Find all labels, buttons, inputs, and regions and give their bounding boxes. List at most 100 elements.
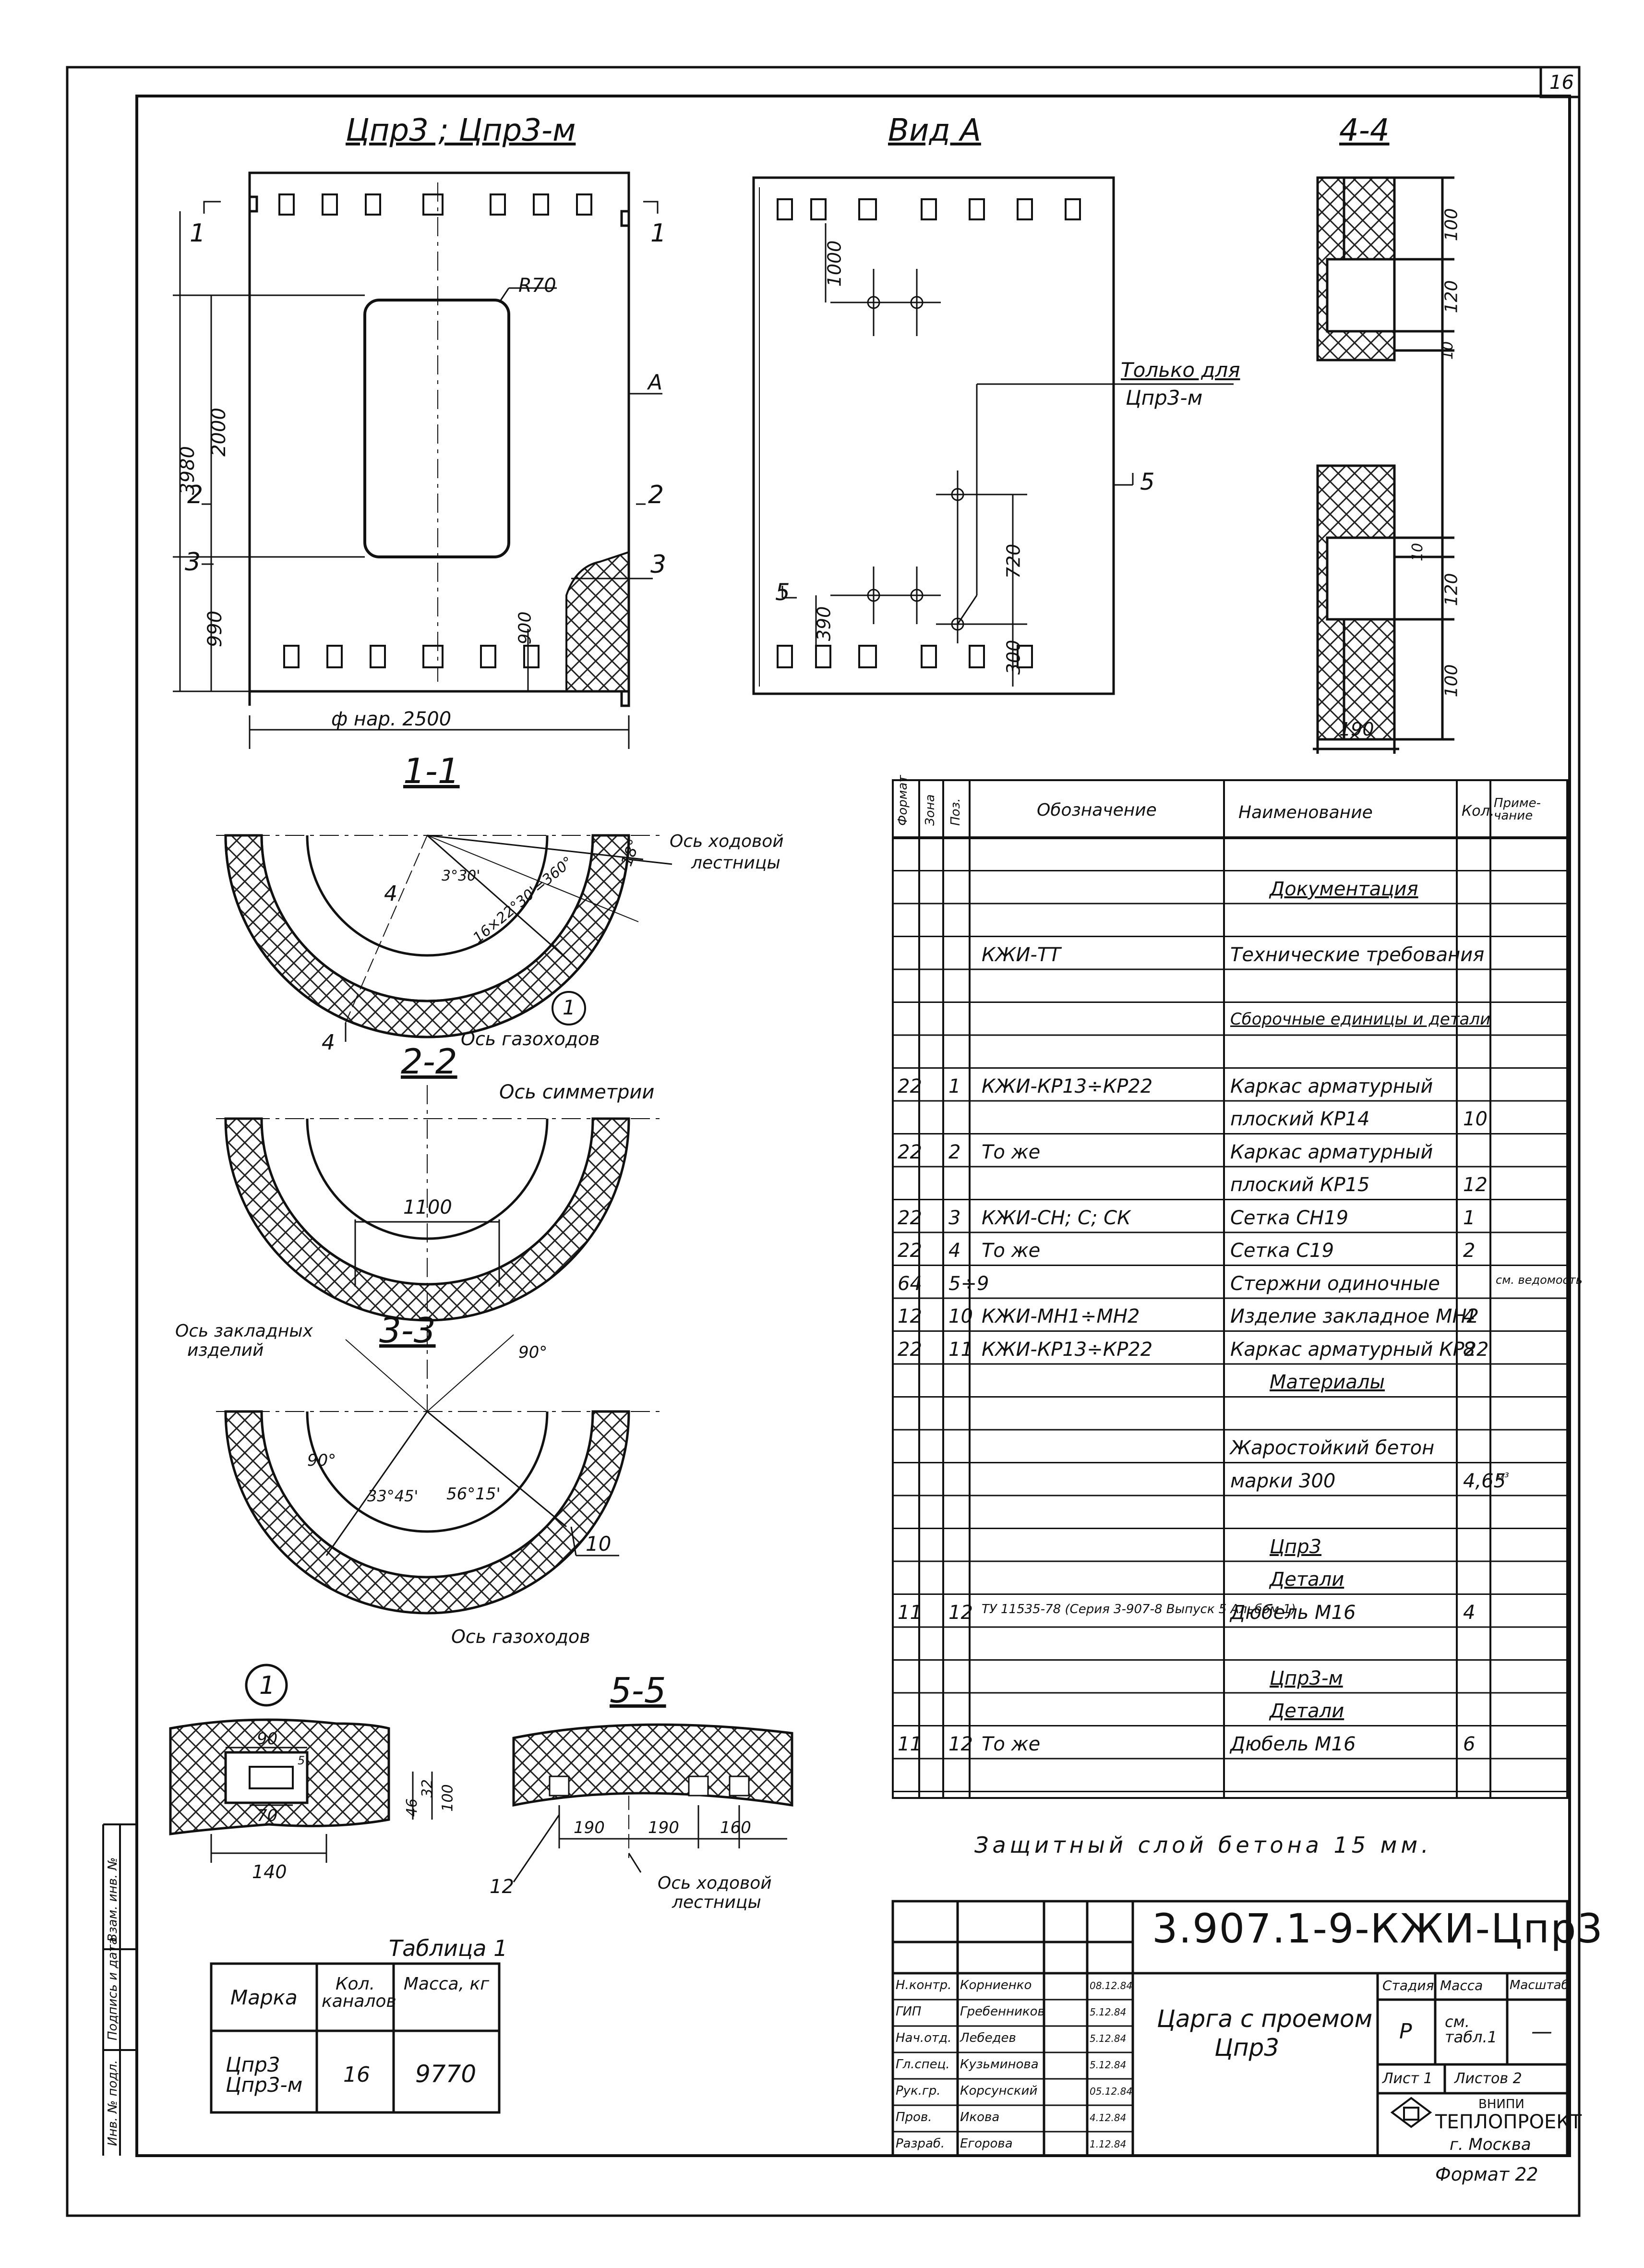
dim-90: 90 [257,1729,278,1749]
spec-cell-pos: 3 [948,1206,961,1229]
dim-1000: 1000 [824,240,845,287]
angle-56-15: 56°15' [446,1484,501,1504]
stamp-sheet: Лист 1 [1382,2070,1433,2087]
spec-cell-qty: 6 [1463,1733,1476,1755]
dim-70: 70 [257,1806,278,1825]
front-view-title: Цпр3 ; Цпр3-м [346,113,576,148]
teploproekt-logo-icon [1390,2097,1432,2128]
spec-cell-note: см. ведомость [1496,1273,1583,1287]
spec-header-qty: Кол. [1462,803,1495,820]
spec-header-designation: Обозначение [1037,800,1157,820]
spec-cell-name: Документация [1270,878,1418,900]
spec-cell-pos: 12 [948,1601,973,1624]
spec-cell-pos: 12 [948,1733,973,1755]
dim-2000: 2000 [207,408,230,457]
cut-3-left: 3 [185,548,201,577]
section-4-4-title: 4-4 [1339,113,1390,148]
angle-3-30: 3°30' [442,868,480,884]
stamp-sheets: Листов 2 [1454,2070,1522,2087]
spec-cell-name: Изделие закладное МН2 [1230,1305,1479,1327]
stamp-mass-header: Масса [1440,1978,1483,1993]
spec-header-pos: Поз. [948,798,963,826]
spec-cell-qty: 1 [1463,1206,1476,1229]
spec-cell-qty: 2 [1463,1240,1476,1262]
dim-1100: 1100 [403,1196,452,1218]
stamp-scale-header: Масштаб [1510,1978,1569,1992]
spec-cell-qty: 4 [1463,1601,1476,1624]
view-arrow-a: А [648,370,663,395]
ladder-axis-label-2: лестницы [691,853,780,873]
table1-mass-value: 9770 [415,2060,477,2088]
dim-32: 32 [419,1779,436,1798]
dim-140: 140 [252,1861,287,1882]
spec-cell-format: 22 [898,1338,922,1361]
angle-33-45: 33°45' [367,1487,419,1505]
stamp-org-2: ТЕПЛОПРОЕКТ [1435,2111,1582,2133]
spec-cell-name: Сборочные единицы и детали [1230,1009,1491,1029]
drawing-code: 3.907.1-9-КЖИ-Цпр3 [1152,1905,1604,1952]
stamp-person: Лебедев [960,2031,1016,2045]
stamp-role: ГИП [896,2004,922,2019]
stamp-role: Пров. [896,2110,932,2124]
table1-title: Таблица 1 [389,1935,508,1961]
stamp-stage: Р [1399,2019,1412,2044]
spec-cell-name: Стержни одиночные [1230,1272,1440,1295]
spec-cell-name: Сетка С19 [1230,1240,1334,1262]
ladder-axis-55-2: лестницы [672,1893,761,1912]
protective-layer-note: Защитный слой бетона 15 мм. [974,1832,1432,1858]
stamp-role: Н.контр. [896,1978,952,1992]
dim-10-top: 10 [1440,341,1457,360]
spec-cell-pos: 4 [948,1240,961,1262]
spec-cell-name: Жаростойкий бетон [1230,1437,1435,1459]
stamp-person: Кузьминова [960,2057,1039,2072]
dim-10-bottom: 10 [1409,543,1427,562]
spec-cell-name: Дюбель М16 [1230,1601,1356,1624]
angle-90-top: 90° [518,1343,548,1362]
section-1-1-title: 1-1 [403,751,460,791]
dim-900: 900 [515,611,535,645]
gas-axis-label-1: Ось газоходов [461,1028,600,1050]
spec-cell-name: плоский КР15 [1230,1174,1370,1196]
stamp-scale: — [1531,2019,1552,2044]
spec-cell-format: 22 [898,1240,922,1262]
cut-2-right: 2 [648,481,664,509]
dim-100-bottom: 100 [1441,664,1462,698]
radius-label: R70 [518,275,556,297]
spec-cell-name: Каркас арматурный [1230,1075,1433,1098]
spec-cell-designation: То же [982,1733,1041,1755]
stamp-date: 5.12.84 [1090,2059,1127,2071]
stamp-org-1: ВНИПИ [1478,2097,1524,2111]
table1-mark-value: Цпр3 Цпр3-м [226,2053,303,2097]
side-label-replace: Взам. инв. № [106,1857,120,1942]
spec-cell-format: 22 [898,1206,922,1229]
spec-cell-designation: КЖИ-КР13÷КР22 [982,1075,1153,1098]
spec-cell-pos: 11 [948,1338,973,1361]
dim-160: 160 [720,1818,751,1837]
cut-4-top: 4 [384,881,397,906]
dim-120-top: 120 [1441,280,1462,314]
only-for-label-1: Только для [1121,358,1240,382]
spec-cell-designation: ТУ 11535-78 (Серия 3-907-8 Выпуск 5 Альб… [982,1602,1296,1617]
stamp-date: 5.12.84 [1090,2033,1127,2044]
cut-5-right: 5 [1140,469,1155,495]
spec-cell-pos: 5÷9 [948,1272,989,1295]
spec-header-name: Наименование [1238,803,1373,822]
spec-cell-name: Цпр3-м [1270,1667,1343,1689]
angle-90-left: 90° [307,1451,336,1470]
spec-cell-name: Технические требования [1230,943,1485,966]
spec-cell-name: Каркас арматурный КР22 [1230,1338,1489,1361]
stamp-mass: см. табл.1 [1445,2013,1497,2046]
cut-1-right: 1 [650,219,667,248]
stamp-date: 05.12.84 [1090,2086,1133,2097]
spec-cell-format: 12 [898,1305,922,1327]
cut-5-left: 5 [775,579,790,606]
dim-390: 390 [813,606,835,641]
position-12: 12 [490,1876,514,1898]
spec-cell-pos: 1 [948,1075,961,1098]
gas-axis-label-2: Ось газоходов [451,1626,590,1647]
stamp-person: Корниенко [960,1978,1032,1992]
spec-cell-qty: 12 [1463,1174,1488,1196]
stamp-role: Нач.отд. [896,2031,952,2045]
spec-cell-name: Детали [1270,1700,1344,1722]
